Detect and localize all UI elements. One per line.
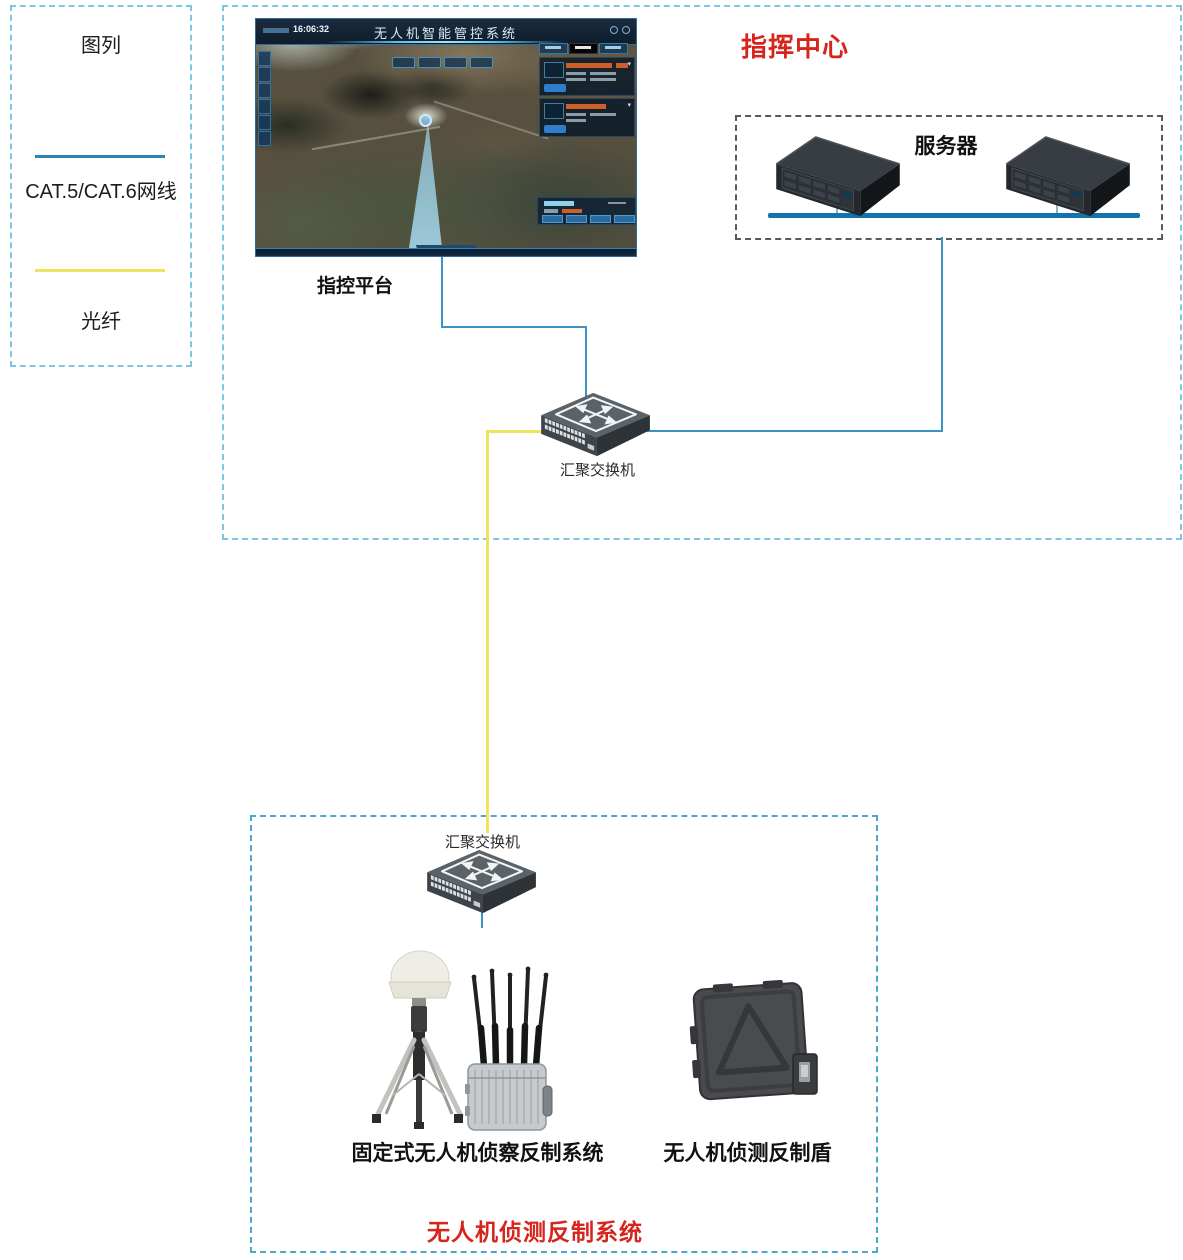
alert-card: ▾ (539, 57, 635, 96)
wire-screen-elbow (441, 326, 587, 328)
aggregation-switch-bottom-label: 汇聚交换机 (444, 834, 520, 851)
alert-detail (590, 78, 616, 81)
wire-switch-to-servers-v (941, 237, 943, 432)
action-button (544, 125, 566, 133)
nav-button (418, 57, 441, 68)
map-tool-icon (258, 99, 271, 114)
alert-detail (590, 113, 616, 116)
fiber-wire-v (486, 430, 489, 833)
map-tool-icon (258, 83, 271, 98)
settings-icon (610, 26, 618, 34)
wire-screen-down (441, 255, 443, 328)
alert-detail (566, 78, 586, 81)
signal-panel-title (544, 201, 574, 206)
detection-system-title: 无人机侦测反制系统 (427, 1219, 643, 1245)
fiber-label: 光纤 (81, 311, 121, 333)
chevron-down-icon: ▾ (627, 61, 631, 68)
action-button (544, 84, 566, 92)
detection-shield-device (683, 979, 823, 1115)
signal-label (544, 209, 558, 213)
server-group-box (735, 115, 1163, 240)
screen-clock: 16:06:32 (293, 24, 330, 34)
legend-title: 图列 (81, 35, 121, 57)
alert-text (616, 63, 628, 68)
control-platform-label: 指控平台 (316, 276, 393, 297)
drone-marker-icon (419, 114, 432, 127)
alert-card: ▾ (539, 98, 635, 137)
signal-button (542, 215, 563, 223)
signal-button (614, 215, 635, 223)
command-center-title: 指挥中心 (741, 32, 850, 62)
cat5-cable-line-sample (35, 155, 165, 158)
alert-detail (566, 119, 586, 122)
alert-text (566, 63, 612, 68)
signal-value (562, 209, 582, 213)
screen-bottom-notch (416, 245, 476, 250)
map-tool-icon (258, 131, 271, 146)
map-tool-icon (258, 67, 271, 82)
alert-thumbnail (544, 62, 564, 78)
panel-tab-active (569, 43, 598, 54)
server-group-label: 服务器 (914, 135, 978, 158)
map-road (311, 125, 441, 151)
signal-button (590, 215, 611, 223)
signal-button (566, 215, 587, 223)
panel-tab (539, 43, 568, 54)
map-tool-icon (258, 51, 271, 66)
nav-button (470, 57, 493, 68)
signal-panel-decor (608, 202, 626, 204)
radar-dome-tripod (362, 936, 472, 1136)
map-tool-icon (258, 115, 271, 130)
alert-text (566, 104, 606, 109)
chevron-down-icon: ▾ (627, 102, 631, 109)
panel-tab (599, 43, 628, 54)
alert-detail (566, 113, 586, 116)
fiber-wire-h (487, 430, 545, 433)
aggregation-switch-bottom (426, 849, 538, 915)
user-icon (622, 26, 630, 34)
screen-title: 无人机智能管控系统 (373, 26, 518, 41)
screen-bottom-bar (256, 248, 636, 256)
aggregation-switch-top (540, 392, 652, 458)
four-way-arrows-icon (461, 861, 503, 882)
aggregation-switch-top-label: 汇聚交换机 (559, 462, 635, 479)
four-way-arrows-icon (575, 404, 617, 425)
header-glow-line (326, 41, 566, 43)
alert-detail (566, 72, 586, 75)
nav-button (392, 57, 415, 68)
screen-date-text (263, 28, 289, 33)
legend-box: 图列 CAT.5/CAT.6网线 光纤 (10, 5, 192, 367)
alert-detail (590, 72, 616, 75)
server-bus-line (768, 213, 1140, 218)
server-1 (775, 136, 901, 219)
wire-switch-to-servers-h (640, 430, 943, 432)
nav-button (444, 57, 467, 68)
map-road (433, 100, 549, 140)
wire-to-top-switch (585, 326, 587, 398)
command-center-zone (222, 5, 1182, 540)
server-2 (1005, 136, 1131, 219)
alert-thumbnail (544, 103, 564, 119)
fiber-line-sample (35, 269, 165, 272)
signal-panel (537, 197, 636, 225)
control-platform-screen: 16:06:32 无人机智能管控系统 ▾ (255, 18, 637, 257)
detection-system-zone (250, 815, 878, 1253)
jammer-antenna-case (462, 966, 557, 1138)
fixed-system-label: 固定式无人机侦察反制系统 (351, 1142, 604, 1165)
shield-label: 无人机侦测反制盾 (663, 1142, 832, 1165)
cat5-cable-label: CAT.5/CAT.6网线 (25, 181, 177, 203)
screen-header: 16:06:32 无人机智能管控系统 (256, 19, 636, 45)
